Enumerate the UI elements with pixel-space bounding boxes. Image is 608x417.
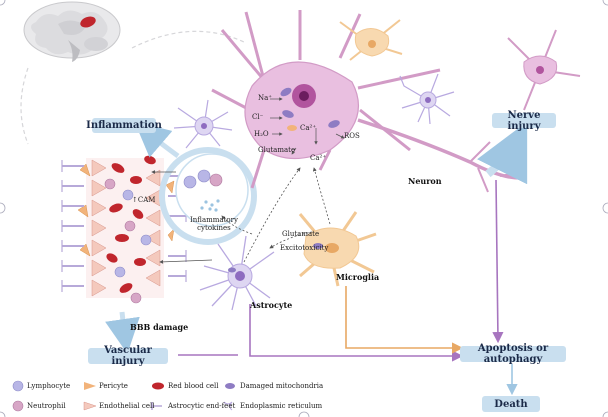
astrocyte-label: Astrocyte (250, 300, 293, 310)
blood-vessel (61, 155, 187, 304)
ros-label: ROS (344, 132, 360, 140)
neutrophil-icon (12, 400, 24, 412)
lymphocyte-icon (12, 380, 24, 392)
endothelial-cell-icon (83, 401, 97, 411)
legend-endoplasmic-reticulum: Endoplasmic reticulum (240, 402, 323, 410)
red-blood-cell-icon (152, 382, 164, 390)
inflammation-halo (159, 147, 257, 245)
astrocyte-lower (199, 235, 275, 311)
legend-neutrophil: Neutrophil (27, 402, 66, 410)
cytokine-dots (200, 199, 220, 212)
dashed-connector-left (20, 67, 29, 145)
inflammation-circle (175, 153, 249, 227)
glutamate-neuron-label: Glutamate (258, 146, 296, 154)
neuron-mitochondria (280, 87, 340, 131)
neuron-main (211, 10, 523, 193)
astrocyte-right (399, 73, 455, 125)
endoplasmic-reticulum-icon (223, 401, 233, 411)
inflammation-box: Inflammation (86, 118, 162, 133)
astrocyte-upper (173, 99, 233, 149)
excitotoxicity-label: Excitotoxicity (280, 244, 329, 252)
legend-damaged-mitochondria: Damaged mitochondria (240, 382, 324, 390)
neuron-label: Neuron (408, 176, 442, 186)
inflammatory-cells (183, 169, 223, 189)
astrocytic-end-feet-icon (151, 402, 162, 410)
bbb-damage-label: BBB damage (130, 322, 189, 332)
cytokines-label: Inflammatory cytokines (190, 216, 238, 232)
microglia-label: Microglia (336, 272, 380, 282)
ca-in-label: Ca²⁺ (300, 124, 317, 132)
neuron-top-small (339, 19, 403, 61)
apoptosis-box: Apoptosis or autophagy (460, 343, 566, 365)
legend-pericyte: Pericyte (99, 382, 128, 390)
vascular-injury-box: Vascular injury (88, 345, 168, 367)
legend-endothelial-cell: Endothelial cell (99, 402, 155, 410)
legend-icons (12, 380, 235, 412)
legend-lymphocyte: Lymphocyte (27, 382, 71, 390)
legend-astrocytic-end-feet: Astrocytic end-feet (168, 402, 236, 410)
h2o-label: H₂O (254, 130, 269, 138)
neuron-right-small (507, 29, 581, 111)
astrocyte-upper-nucleus (201, 123, 207, 129)
arrow-to-vascular-injury (105, 311, 140, 354)
na-label: Na⁺ (258, 94, 272, 102)
death-box: Death (482, 396, 540, 412)
cam-label: ↑CAM (132, 196, 156, 204)
arrow-microglia-to-apoptosis (345, 286, 464, 354)
arrow-astrocyte-to-apoptosis (249, 304, 464, 362)
brain-illustration (23, 1, 121, 62)
cl-label: Cl⁻ (252, 113, 264, 121)
damaged-mitochondria-icon (225, 383, 235, 389)
dashed-connector-top (131, 30, 245, 49)
legend-red-blood-cell: Red blood cell (168, 382, 219, 390)
microglia (298, 211, 377, 287)
arrow-to-nerve-injury (477, 121, 528, 185)
ca-out-label: Ca²⁺ (310, 154, 327, 162)
glutamate-mid-label: Glutamate (282, 230, 320, 238)
arrow-neuron-to-apoptosis (492, 179, 504, 344)
pericyte-icon (84, 382, 96, 390)
nerve-injury-box: Nerve injury (492, 110, 556, 132)
